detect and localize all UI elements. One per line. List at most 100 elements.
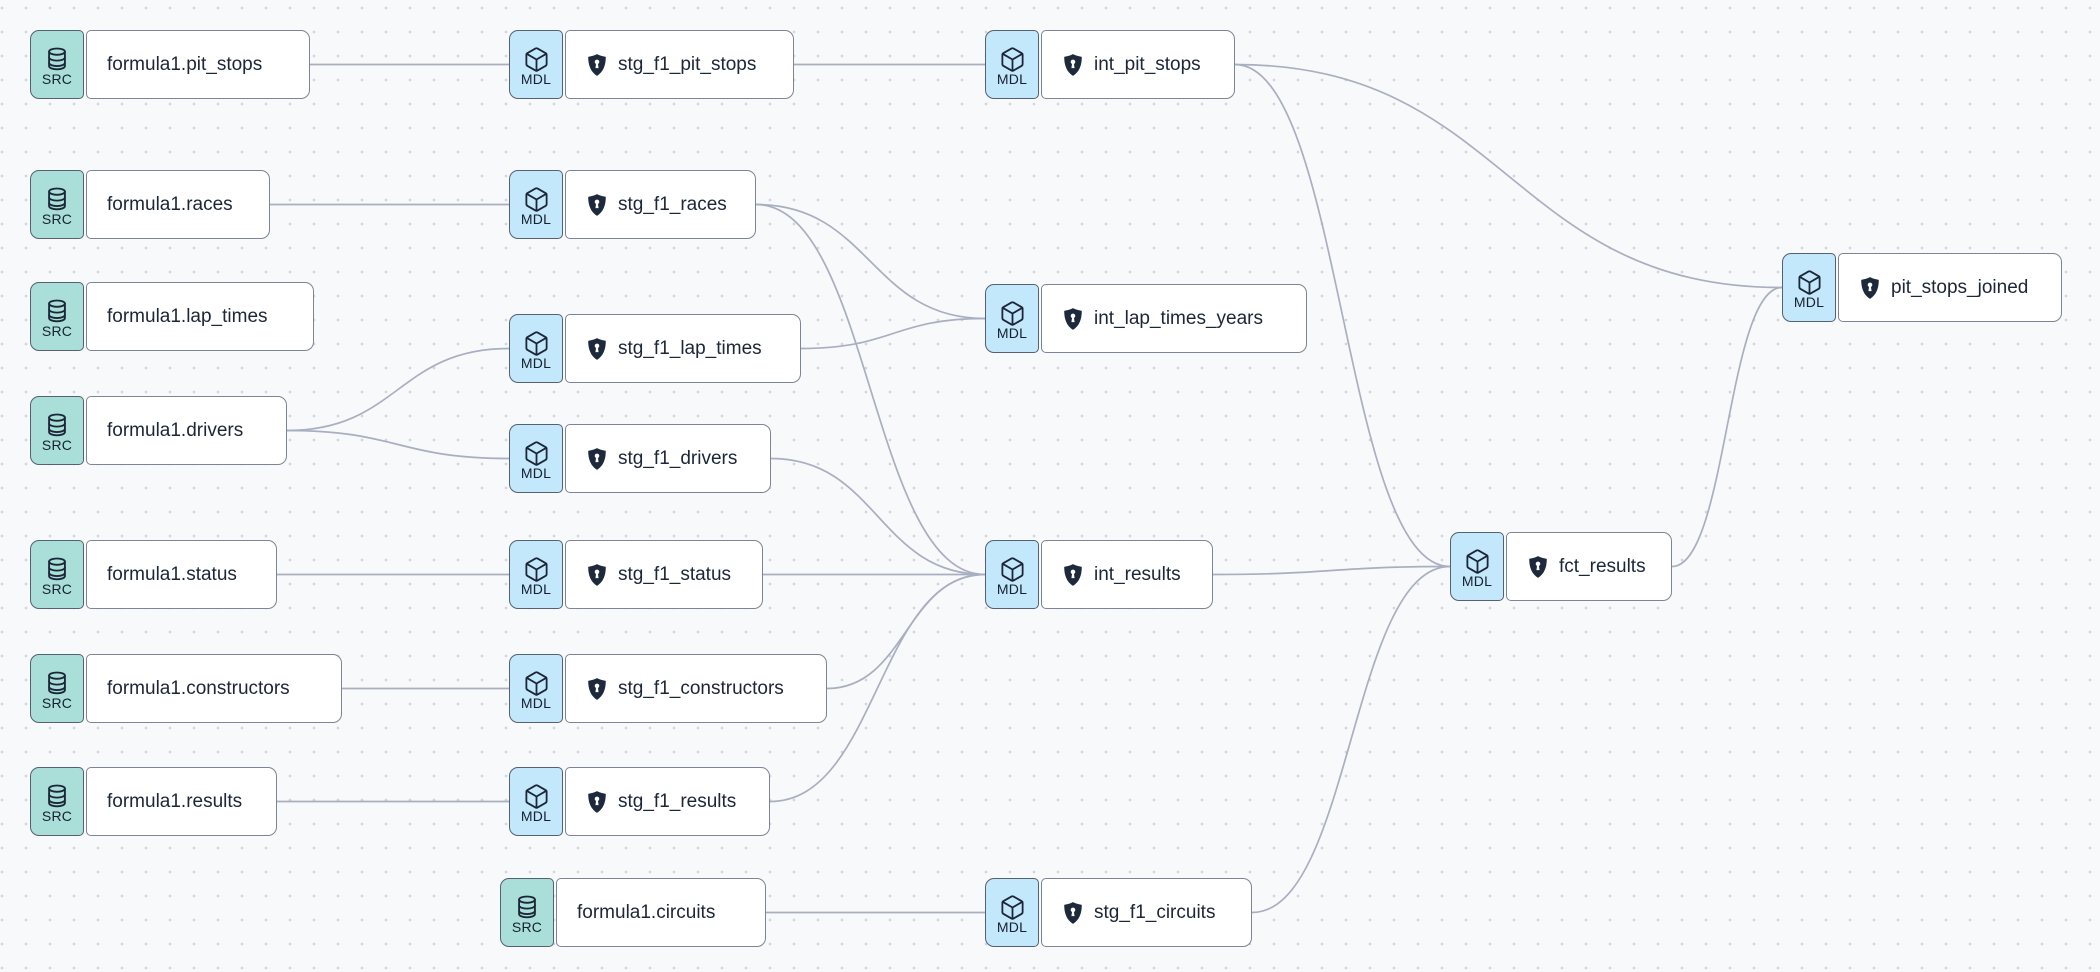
node-type-label: SRC: [41, 210, 73, 227]
node-label: stg_f1_circuits: [1094, 901, 1216, 923]
node-type-label: MDL: [520, 354, 552, 371]
node-int-pit-stops[interactable]: MDL int_pit_stops: [985, 30, 1235, 99]
node-type-label: MDL: [1793, 293, 1825, 310]
node-body: int_pit_stops: [1041, 30, 1235, 99]
node-label: formula1.pit_stops: [107, 53, 263, 75]
node-body: stg_f1_status: [565, 540, 763, 609]
lineage-edge: [1212, 565, 1451, 576]
node-label: formula1.circuits: [577, 901, 716, 923]
node-body: stg_f1_drivers: [565, 424, 771, 493]
lineage-edge: [286, 429, 510, 460]
node-int-lap-times-years[interactable]: MDL int_lap_times_years: [985, 284, 1307, 353]
node-label: stg_f1_lap_times: [618, 337, 762, 359]
node-body: formula1.races: [86, 170, 270, 239]
node-body: formula1.circuits: [556, 878, 766, 947]
model-type-badge: MDL: [1782, 253, 1836, 322]
node-body: stg_f1_results: [565, 767, 770, 836]
lineage-edge: [1251, 565, 1451, 914]
source-type-badge: SRC: [30, 396, 84, 465]
node-type-label: MDL: [996, 580, 1028, 597]
database-icon: [44, 412, 70, 438]
shield-icon: [586, 193, 608, 217]
shield-icon: [586, 53, 608, 77]
model-type-badge: MDL: [509, 30, 563, 99]
node-stg-results[interactable]: MDL stg_f1_results: [509, 767, 770, 836]
node-body: formula1.drivers: [86, 396, 287, 465]
source-type-badge: SRC: [30, 654, 84, 723]
cube-icon: [999, 894, 1026, 920]
node-type-label: SRC: [511, 918, 543, 935]
source-type-badge: SRC: [30, 282, 84, 351]
node-label: formula1.races: [107, 193, 233, 215]
node-src-races[interactable]: SRC formula1.races: [30, 170, 270, 239]
shield-icon: [1527, 555, 1549, 579]
node-stg-circuits[interactable]: MDL stg_f1_circuits: [985, 878, 1252, 947]
node-body: int_lap_times_years: [1041, 284, 1307, 353]
source-type-badge: SRC: [30, 767, 84, 836]
node-type-label: MDL: [520, 464, 552, 481]
source-type-badge: SRC: [500, 878, 554, 947]
node-type-label: MDL: [520, 807, 552, 824]
node-type-label: SRC: [41, 580, 73, 597]
node-type-label: MDL: [996, 324, 1028, 341]
node-src-lap-times[interactable]: SRC formula1.lap_times: [30, 282, 314, 351]
node-body: formula1.lap_times: [86, 282, 314, 351]
node-type-label: MDL: [996, 70, 1028, 87]
node-label: formula1.drivers: [107, 419, 244, 441]
node-type-label: SRC: [41, 694, 73, 711]
source-type-badge: SRC: [30, 30, 84, 99]
node-stg-pit-stops[interactable]: MDL stg_f1_pit_stops: [509, 30, 794, 99]
node-body: formula1.results: [86, 767, 277, 836]
node-body: stg_f1_circuits: [1041, 878, 1252, 947]
model-type-badge: MDL: [509, 170, 563, 239]
cube-icon: [523, 46, 550, 72]
node-pit-stops-joined[interactable]: MDL pit_stops_joined: [1782, 253, 2062, 322]
node-stg-drivers[interactable]: MDL stg_f1_drivers: [509, 424, 771, 493]
lineage-edge: [755, 203, 986, 576]
node-src-pit-stops[interactable]: SRC formula1.pit_stops: [30, 30, 310, 99]
node-type-label: SRC: [41, 322, 73, 339]
node-label: formula1.lap_times: [107, 305, 268, 327]
model-type-badge: MDL: [985, 284, 1039, 353]
node-body: formula1.status: [86, 540, 277, 609]
lineage-edge: [1234, 63, 1451, 568]
cube-icon: [523, 186, 550, 212]
node-stg-lap-times[interactable]: MDL stg_f1_lap_times: [509, 314, 801, 383]
database-icon: [44, 670, 70, 696]
node-type-label: SRC: [41, 70, 73, 87]
node-body: pit_stops_joined: [1838, 253, 2062, 322]
node-label: stg_f1_status: [618, 563, 732, 585]
shield-icon: [586, 563, 608, 587]
model-type-badge: MDL: [509, 767, 563, 836]
node-src-circuits[interactable]: SRC formula1.circuits: [500, 878, 766, 947]
node-src-drivers[interactable]: SRC formula1.drivers: [30, 396, 287, 465]
database-icon: [514, 894, 540, 920]
node-label: stg_f1_drivers: [618, 447, 738, 469]
shield-icon: [1062, 307, 1084, 331]
shield-icon: [586, 790, 608, 814]
model-type-badge: MDL: [985, 30, 1039, 99]
node-label: int_pit_stops: [1094, 53, 1201, 75]
node-label: stg_f1_pit_stops: [618, 53, 757, 75]
node-type-label: MDL: [996, 918, 1028, 935]
cube-icon: [1796, 269, 1823, 295]
node-type-label: MDL: [520, 210, 552, 227]
node-label: int_lap_times_years: [1094, 307, 1263, 329]
model-type-badge: MDL: [1450, 532, 1504, 601]
shield-icon: [586, 677, 608, 701]
node-type-label: MDL: [520, 70, 552, 87]
node-src-status[interactable]: SRC formula1.status: [30, 540, 277, 609]
model-type-badge: MDL: [985, 878, 1039, 947]
node-label: pit_stops_joined: [1891, 276, 2029, 298]
shield-icon: [1062, 901, 1084, 925]
shield-icon: [586, 337, 608, 361]
node-body: formula1.pit_stops: [86, 30, 310, 99]
